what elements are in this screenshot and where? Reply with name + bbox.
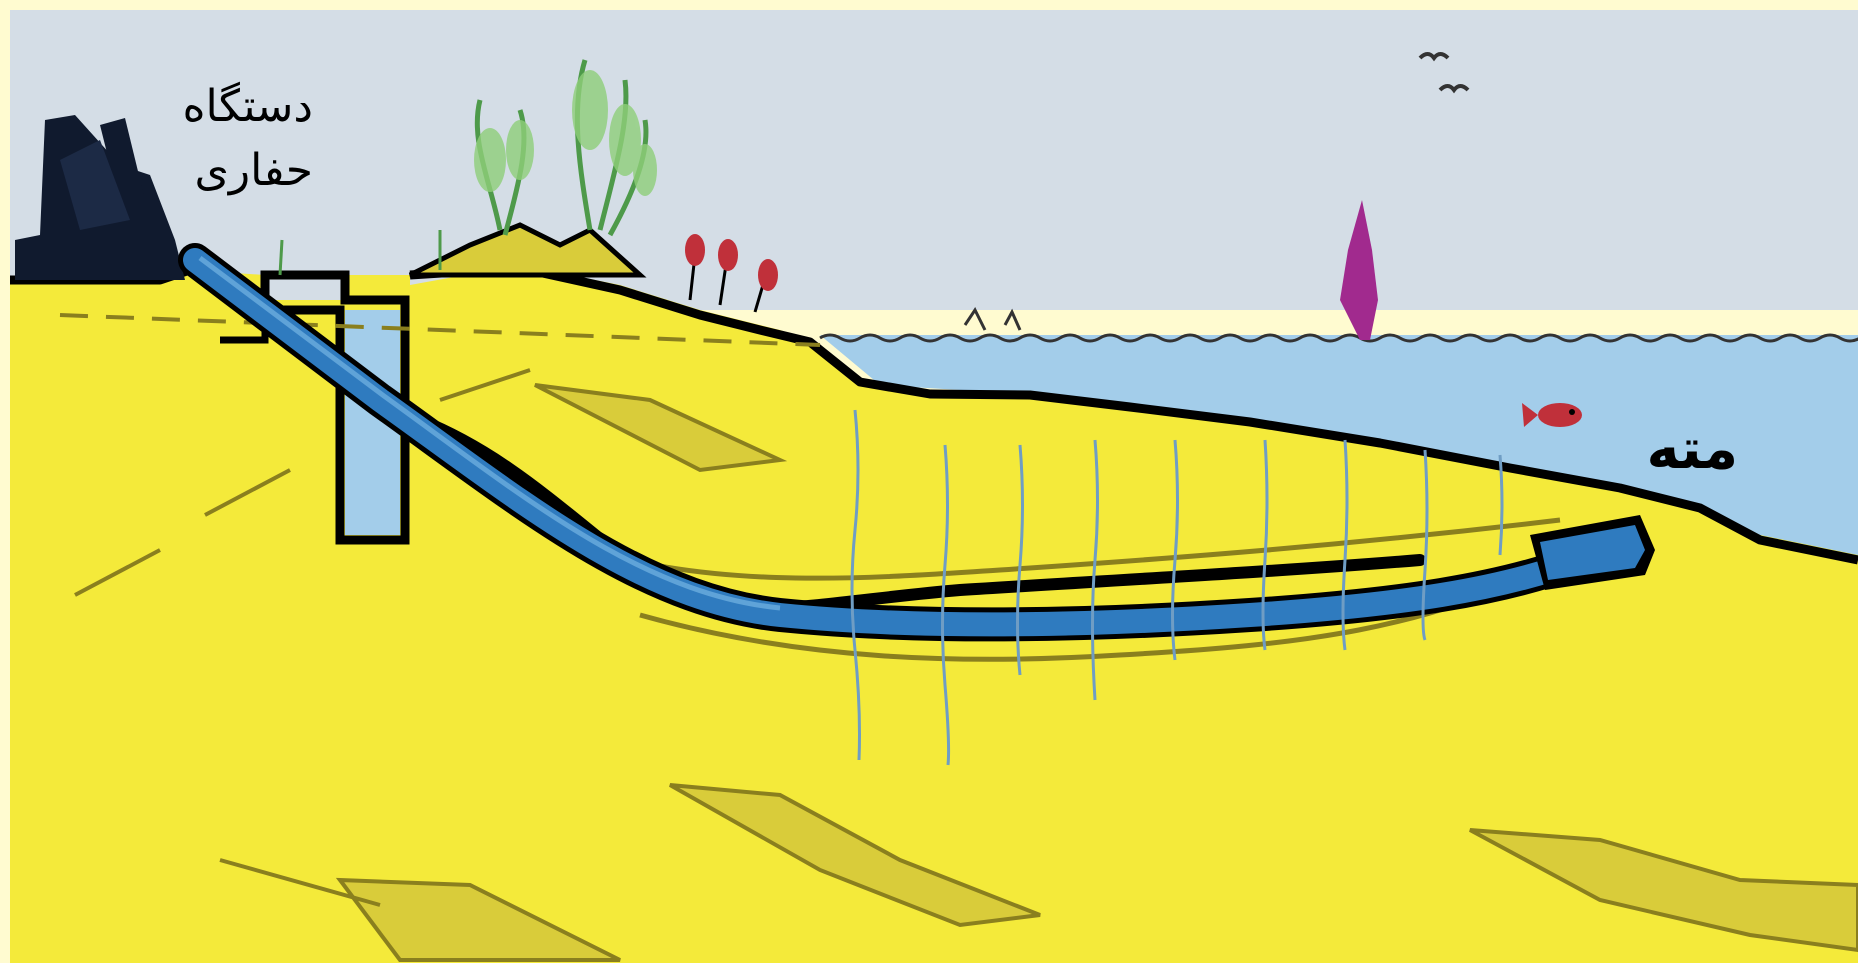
drilling-rig-label: دستگاه حفاری xyxy=(183,75,314,203)
drill-bit-label: مته xyxy=(1647,415,1739,485)
drilling-rig-label-line1: دستگاه xyxy=(183,75,314,139)
drilling-rig-label-line2: حفاری xyxy=(183,139,314,203)
